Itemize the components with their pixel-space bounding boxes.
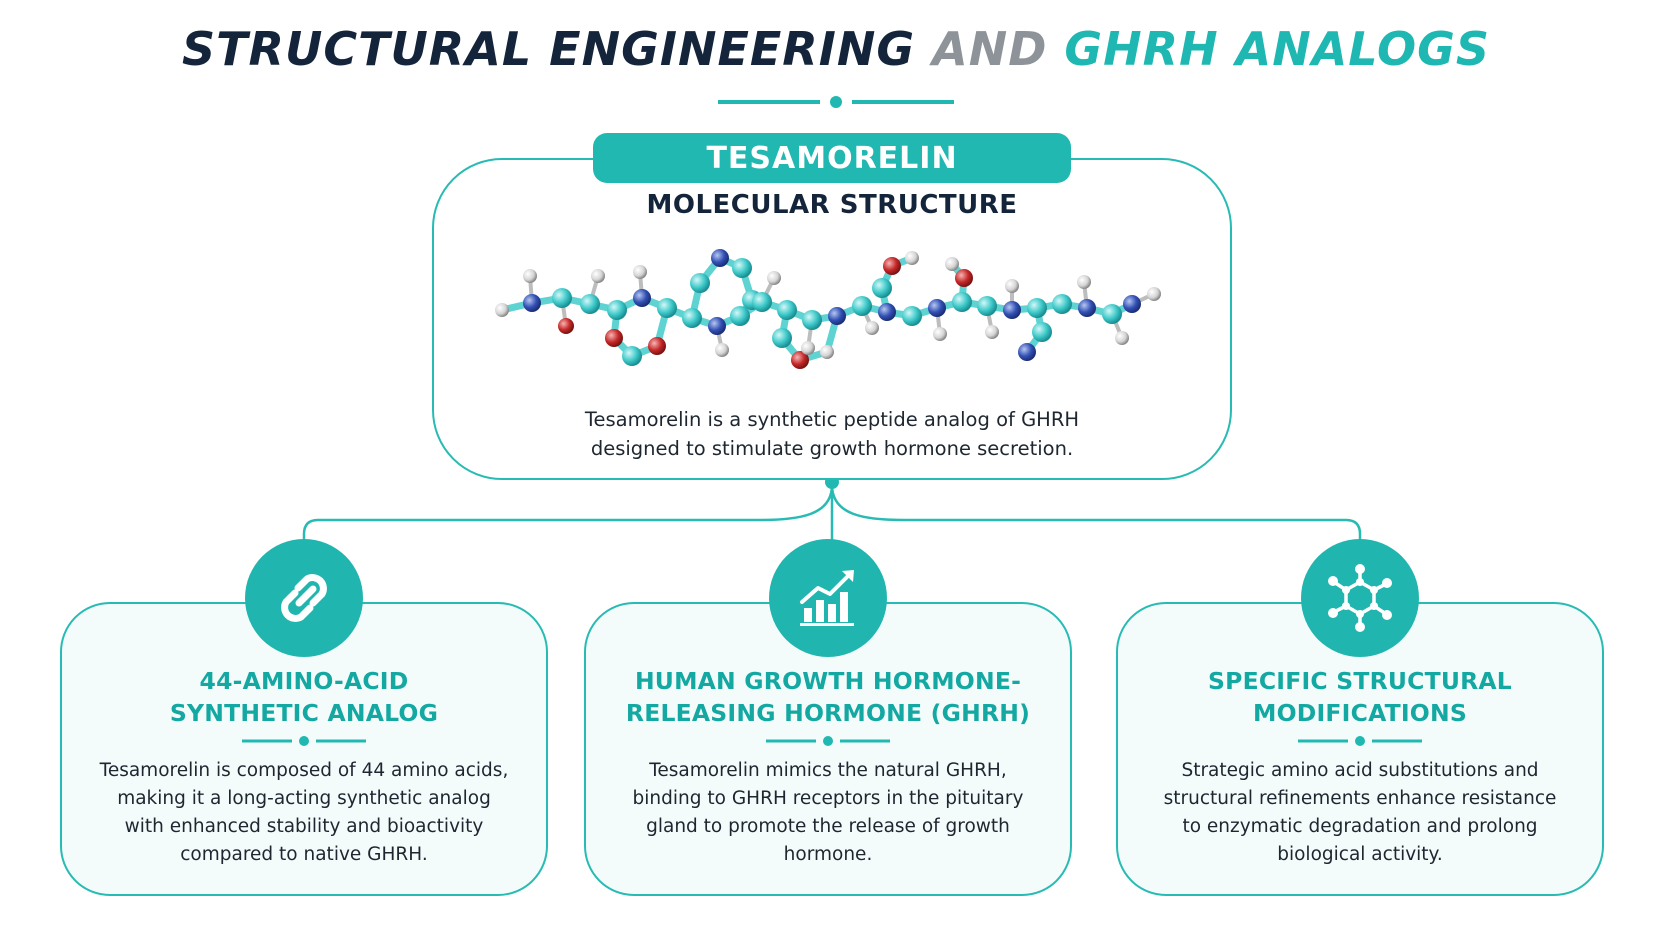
description-line: hormone.	[783, 844, 873, 865]
description-line: compared to native GHRH.	[180, 844, 428, 865]
title-divider	[718, 96, 954, 108]
card-title-line: 44-AMINO-ACID	[199, 667, 409, 695]
growth-chart-icon	[769, 539, 887, 657]
description-line: binding to GHRH receptors in the pituita…	[632, 788, 1024, 809]
description-line: making it a long-acting synthetic analog	[117, 788, 491, 809]
card-divider	[766, 736, 890, 746]
card-title-line: SPECIFIC STRUCTURAL	[1208, 667, 1512, 695]
card-description: Strategic amino acid substitutions and s…	[1150, 757, 1570, 869]
card-title-line: HUMAN GROWTH HORMONE-	[634, 667, 1022, 695]
card-title: HUMAN GROWTH HORMONE- RELEASING HORMONE …	[584, 665, 1072, 729]
card-title-line: SYNTHETIC ANALOG	[169, 699, 439, 727]
card-title: 44-AMINO-ACID SYNTHETIC ANALOG	[60, 665, 548, 729]
card-description: Tesamorelin mimics the natural GHRH, bin…	[618, 757, 1038, 869]
molecule-icon	[1301, 539, 1419, 657]
card-divider	[1298, 736, 1422, 746]
chain-link-icon	[245, 539, 363, 657]
description-line: Strategic amino acid substitutions and	[1181, 760, 1539, 781]
title-part-3: GHRH ANALOGS	[1064, 22, 1490, 76]
tesamorelin-description: Tesamorelin is a synthetic peptide analo…	[482, 405, 1182, 463]
card-title-line: MODIFICATIONS	[1253, 699, 1467, 727]
description-line: designed to stimulate growth hormone sec…	[590, 437, 1074, 460]
description-line: structural refinements enhance resistanc…	[1163, 788, 1557, 809]
molecule-illustration	[495, 249, 1161, 369]
molecular-structure-heading: MOLECULAR STRUCTURE	[646, 190, 1018, 220]
description-line: Tesamorelin is composed of 44 amino acid…	[99, 760, 509, 781]
description-line: to enzymatic degradation and prolong	[1182, 816, 1538, 837]
description-line: gland to promote the release of growth	[646, 816, 1010, 837]
title-part-1: STRUCTURAL ENGINEERING	[182, 22, 916, 76]
description-line: Tesamorelin mimics the natural GHRH,	[649, 760, 1007, 781]
title-part-2: AND	[932, 22, 1048, 76]
card-divider	[242, 736, 366, 746]
page-title: STRUCTURAL ENGINEERING AND GHRH ANALOGS	[0, 22, 1672, 76]
description-line: with enhanced stability and bioactivity	[124, 816, 484, 837]
card-title: SPECIFIC STRUCTURAL MODIFICATIONS	[1116, 665, 1604, 729]
card-title-line: RELEASING HORMONE (GHRH)	[625, 699, 1031, 727]
tesamorelin-label: TESAMORELIN	[593, 133, 1071, 183]
description-line: Tesamorelin is a synthetic peptide analo…	[584, 408, 1080, 431]
card-description: Tesamorelin is composed of 44 amino acid…	[94, 757, 514, 869]
description-line: biological activity.	[1277, 844, 1443, 865]
